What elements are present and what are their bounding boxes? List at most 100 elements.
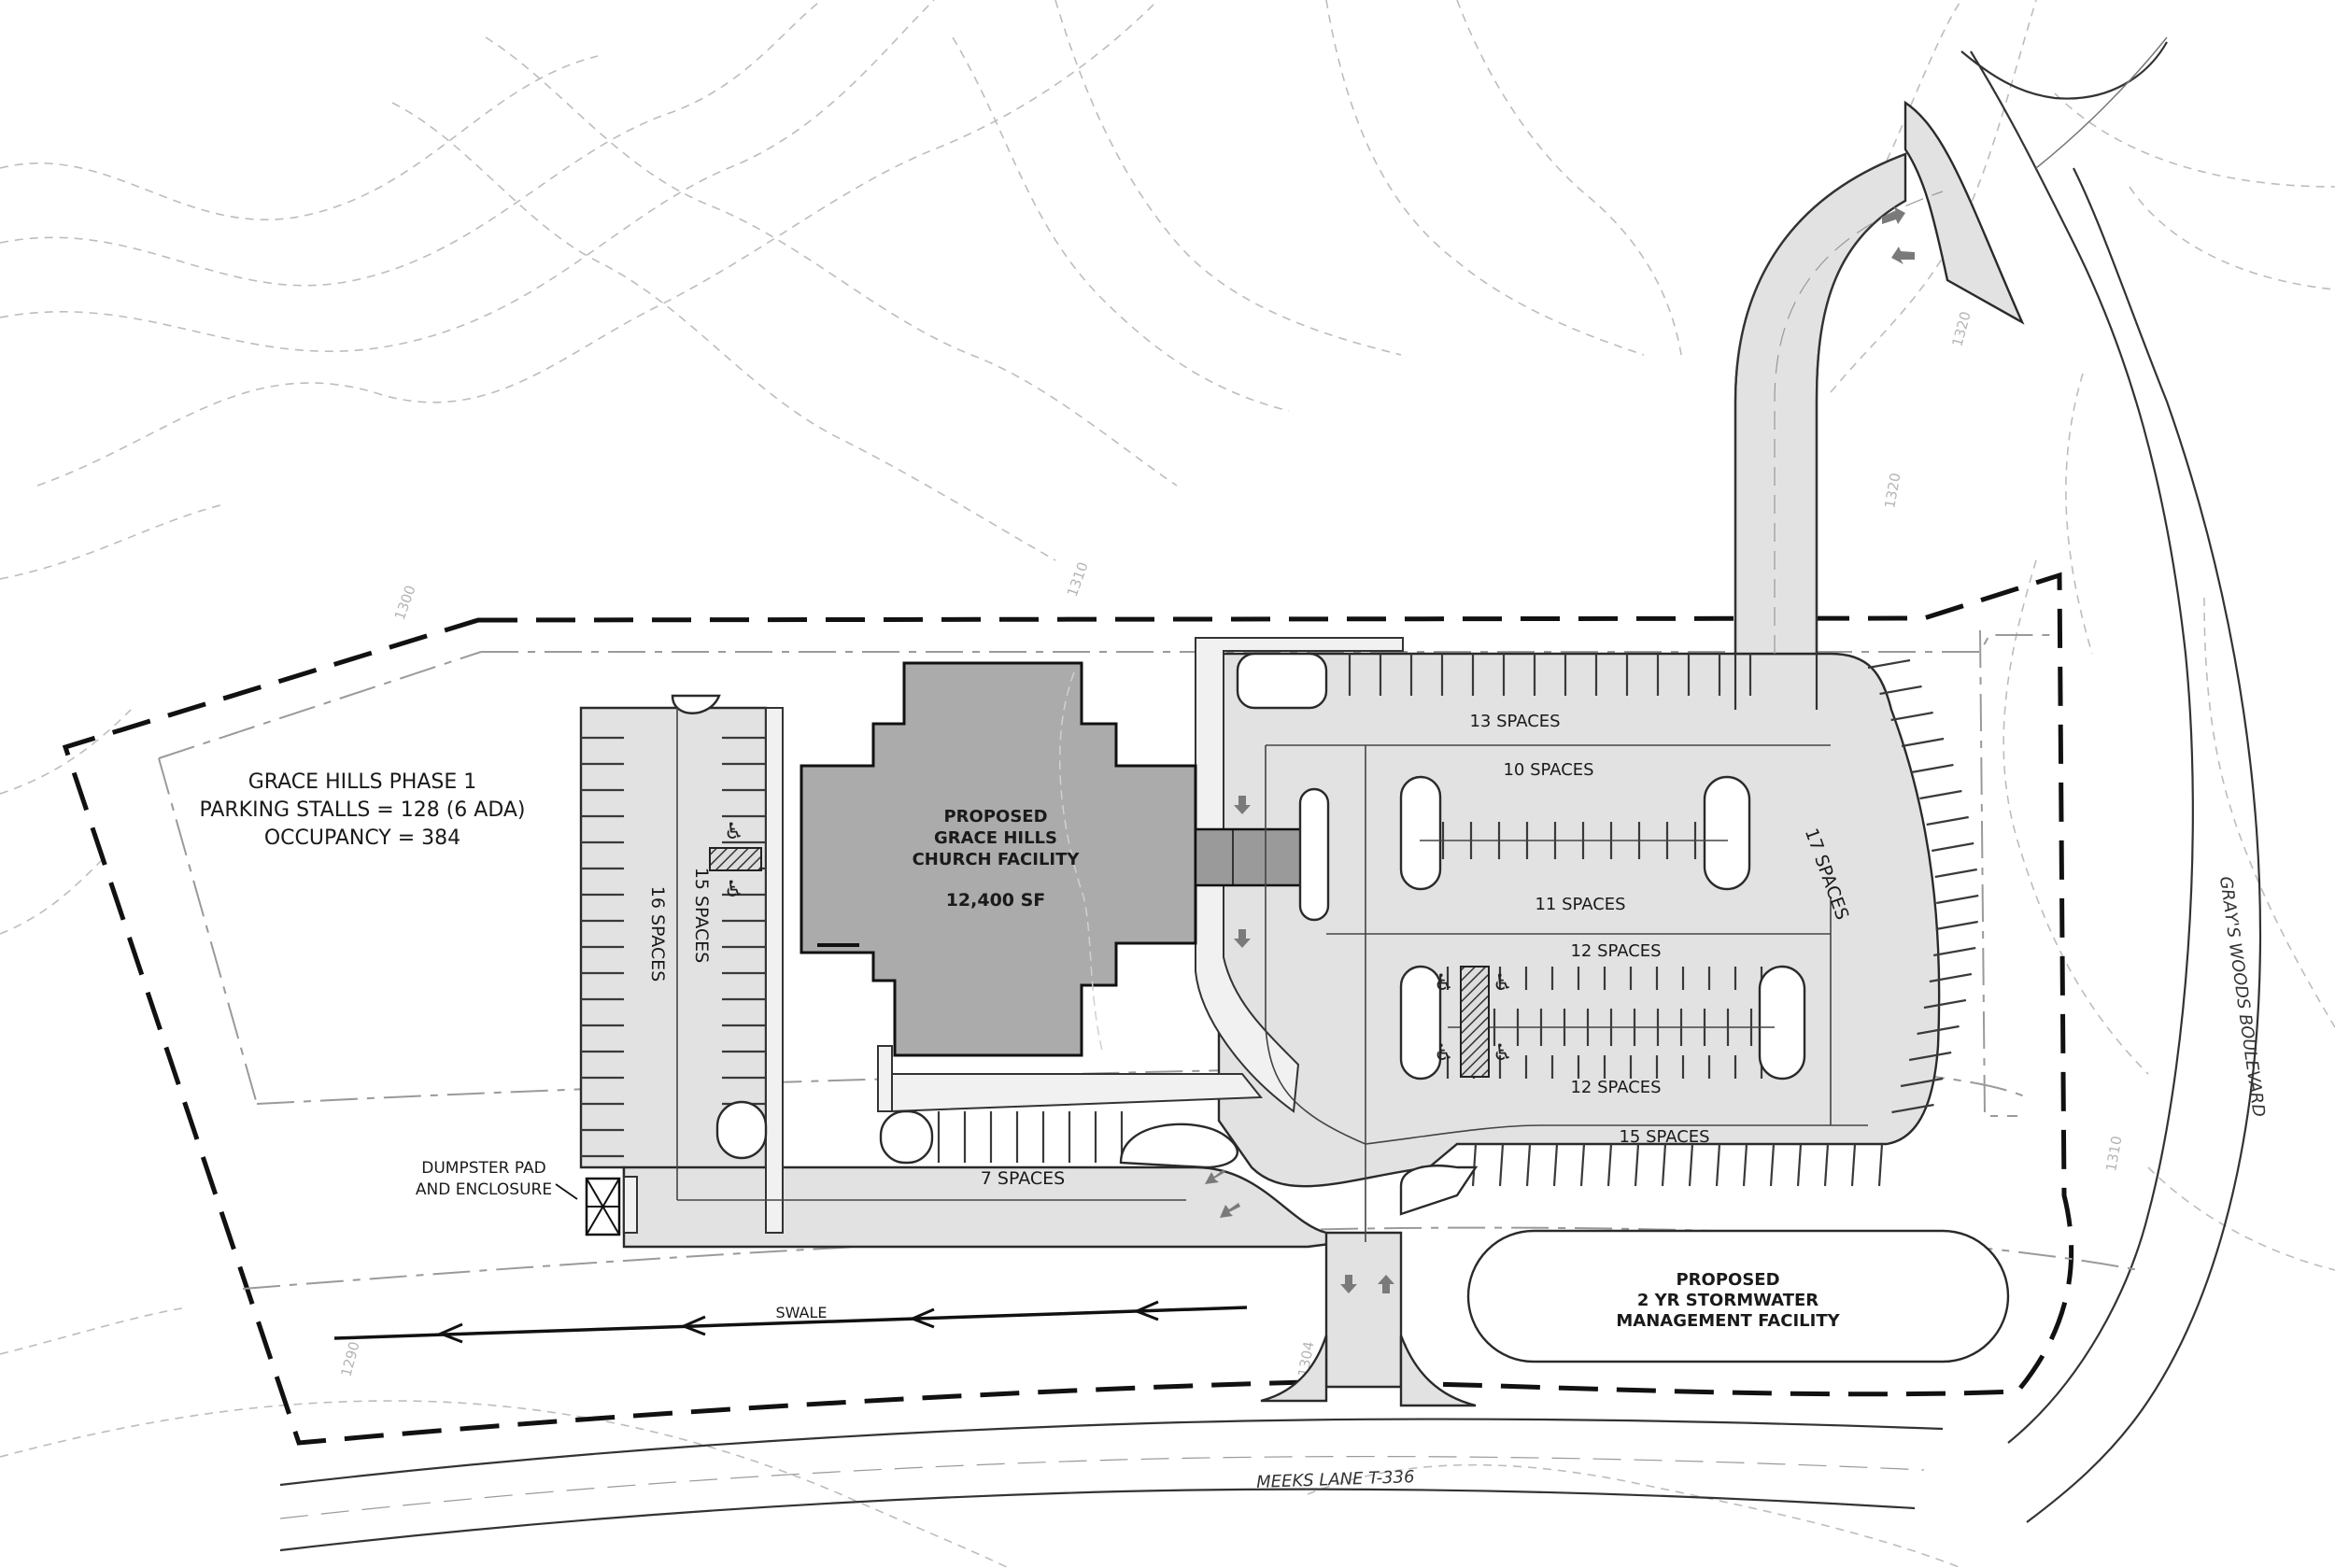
road-label-meeks-lane: MEEKS LANE T-336 xyxy=(1256,1467,1415,1492)
island xyxy=(1298,787,1330,922)
summary-parking: PARKING STALLS = 128 (6 ADA) xyxy=(199,798,525,822)
summary-block: GRACE HILLS PHASE 1 PARKING STALLS = 128… xyxy=(199,770,525,850)
stall-line xyxy=(1908,1051,1952,1062)
arrow-left-icon xyxy=(1882,206,1905,224)
dumpster-label-line1: DUMPSTER PAD xyxy=(421,1159,545,1178)
stall-line xyxy=(1606,1143,1613,1187)
island xyxy=(1119,1123,1238,1169)
stall-line xyxy=(1867,658,1911,670)
stall-line xyxy=(1688,1143,1694,1187)
contour-label: 1310 xyxy=(2102,1135,2125,1173)
ada-access-aisles xyxy=(709,847,1490,1078)
stall-line xyxy=(1936,894,1979,905)
contour-label: 1320 xyxy=(1948,309,1974,348)
parking-islands xyxy=(671,652,2010,1363)
wheelchair-icon: ♿ xyxy=(1493,969,1513,996)
stall-line xyxy=(1879,685,1922,696)
dumpster-enclosure xyxy=(555,1177,621,1236)
island xyxy=(879,1109,934,1165)
swale xyxy=(333,1300,1248,1344)
arrow-left-icon xyxy=(1220,1203,1240,1218)
island xyxy=(1758,965,1806,1081)
ada-symbols: ♿ ♿ ♿ ♿ ♿ ♿ xyxy=(724,818,1513,1066)
row-label: 12 SPACES xyxy=(1570,1078,1661,1097)
church-building xyxy=(800,661,1326,1057)
arrow-down-icon xyxy=(1340,1275,1357,1293)
stall-line xyxy=(1579,1143,1586,1187)
arrow-down-icon xyxy=(1234,796,1251,814)
island xyxy=(1703,775,1751,891)
stall-line xyxy=(1823,1143,1830,1187)
contour-label: 1300 xyxy=(391,583,419,622)
stall-line xyxy=(1877,1143,1884,1187)
ada-stripe xyxy=(709,847,762,871)
property-boundary xyxy=(62,572,2074,1446)
building-area: 12,400 SF xyxy=(946,890,1046,911)
stall-line xyxy=(1742,1143,1748,1187)
wheelchair-icon: ♿ xyxy=(724,876,744,902)
stall-line xyxy=(1911,763,1954,774)
island xyxy=(1399,1165,1479,1216)
row-label: 7 SPACES xyxy=(981,1168,1065,1189)
stall-line xyxy=(1932,841,1974,853)
island xyxy=(715,1100,768,1160)
stall-line xyxy=(1919,789,1962,800)
wheelchair-icon: ♿ xyxy=(724,818,744,844)
stormwater-label: PROPOSED 2 YR STORMWATER MANAGEMENT FACI… xyxy=(1616,1270,1840,1331)
row-label: 15 SPACES xyxy=(1619,1127,1709,1147)
stall-line xyxy=(1634,1143,1640,1187)
row-label: 12 SPACES xyxy=(1570,941,1661,961)
stall-line xyxy=(1900,1077,1944,1088)
island xyxy=(1399,965,1442,1081)
meeks-lane xyxy=(279,1418,1944,1552)
ada-stripe xyxy=(1460,966,1490,1078)
building-label-line1: PROPOSED xyxy=(943,807,1047,826)
row-label: 15 SPACES xyxy=(691,868,712,964)
arrow-left-icon xyxy=(1205,1169,1225,1184)
sidewalks xyxy=(623,637,1404,1234)
row-label: 10 SPACES xyxy=(1503,760,1593,780)
stormwater-basin xyxy=(1466,1229,2010,1363)
building-label-line2: GRACE HILLS xyxy=(934,828,1057,848)
row-label: 13 SPACES xyxy=(1469,712,1560,731)
stall-line xyxy=(1901,737,1945,748)
dumpster-label-line2: AND ENCLOSURE xyxy=(416,1180,552,1199)
contour-label: 1290 xyxy=(337,1339,362,1378)
stall-line xyxy=(1926,815,1969,826)
stall-line xyxy=(1929,972,1973,983)
island xyxy=(1236,652,1328,710)
row-label: 16 SPACES xyxy=(647,886,668,982)
stall-line xyxy=(1850,1143,1857,1187)
stall-line xyxy=(1715,1143,1721,1187)
stall-line xyxy=(1934,868,1977,879)
stall-line xyxy=(1471,1143,1478,1187)
paved-areas xyxy=(579,100,2025,1407)
stall-line xyxy=(1661,1143,1667,1187)
wheelchair-icon: ♿ xyxy=(1493,1039,1513,1066)
arrow-right-icon xyxy=(1891,247,1915,264)
stall-line xyxy=(1498,1143,1505,1187)
aisle-lines xyxy=(676,708,1868,1242)
building-label: PROPOSED GRACE HILLS CHURCH FACILITY 12,… xyxy=(913,807,1081,911)
island xyxy=(1399,775,1442,891)
stall-line xyxy=(1525,1143,1532,1187)
stall-line xyxy=(1891,1103,1934,1114)
row-label: 11 SPACES xyxy=(1535,895,1625,914)
stall-line xyxy=(1923,998,1967,1010)
stall-line xyxy=(1796,1143,1803,1187)
stall-line xyxy=(1552,1143,1559,1187)
arrow-down-icon xyxy=(1234,929,1251,948)
stall-line xyxy=(1933,946,1976,957)
north-drive-edge xyxy=(1815,200,1906,710)
stall-line xyxy=(1935,920,1978,931)
summary-title: GRACE HILLS PHASE 1 xyxy=(248,770,477,794)
stormwater-label-line3: MANAGEMENT FACILITY xyxy=(1616,1311,1840,1331)
north-drive-edge xyxy=(1734,152,1906,710)
summary-occupancy: OCCUPANCY = 384 xyxy=(264,826,460,850)
swale-label: SWALE xyxy=(775,1304,827,1321)
traffic-arrows xyxy=(1205,206,1915,1293)
contour-label: 1320 xyxy=(1881,472,1903,510)
wheelchair-icon: ♿ xyxy=(1434,1039,1454,1066)
